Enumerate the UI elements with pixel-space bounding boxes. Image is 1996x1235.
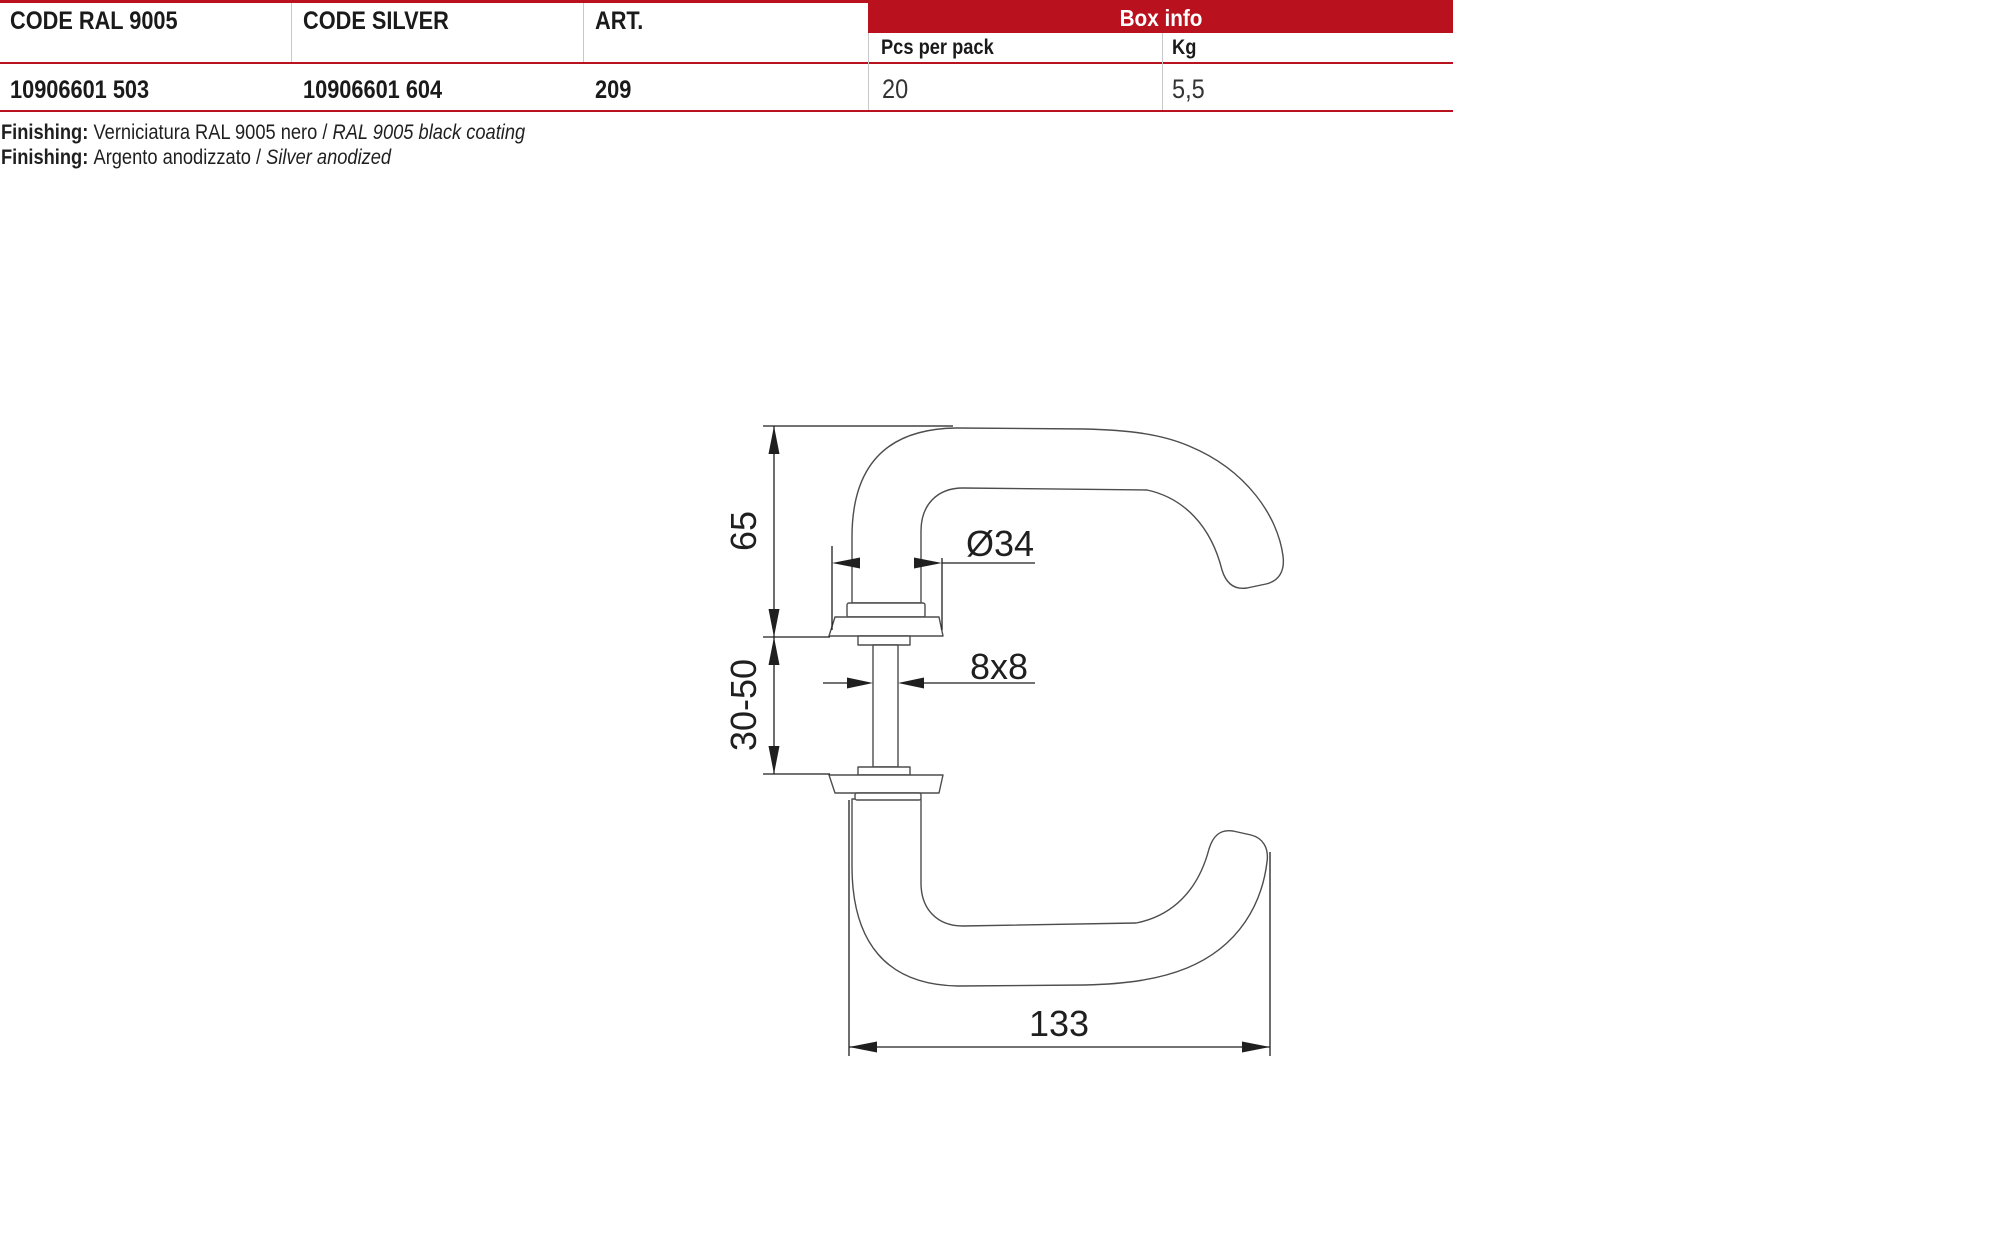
- column-divider: [1162, 33, 1163, 110]
- col-header-art: ART.: [595, 7, 644, 35]
- arrowhead: [768, 637, 780, 665]
- upper-spindle-collar: [857, 635, 911, 646]
- column-divider: [291, 3, 292, 62]
- col-header-pcs-per-pack: Pcs per pack: [881, 36, 994, 59]
- dim-label-133: 133: [1029, 1003, 1089, 1044]
- finishing-text: Argento anodizzato /: [93, 146, 267, 169]
- arrowhead: [1242, 1041, 1270, 1053]
- lower-rose: [828, 774, 944, 794]
- finishing-text-italic: RAL 9005 black coating: [332, 121, 526, 144]
- cell-code-silver: 10906601 604: [303, 76, 443, 104]
- lower-spindle-collar: [857, 766, 911, 776]
- col-header-code-ral: CODE RAL 9005: [10, 7, 178, 35]
- arrowhead: [768, 746, 780, 774]
- box-info-title: Box info: [1119, 5, 1202, 31]
- lower-neck-collar: [854, 792, 922, 801]
- table-top-rule: [0, 0, 1453, 3]
- upper-neck-collar: [846, 602, 926, 618]
- dim-label-30-50: 30-50: [723, 659, 764, 751]
- arrowhead: [847, 677, 873, 689]
- finishing-note-silver: Finishing:Argento anodizzato / Silver an…: [1, 145, 449, 170]
- finishing-text-italic: Silver anodized: [266, 146, 392, 169]
- col-header-code-silver: CODE SILVER: [303, 7, 449, 35]
- dim-label-65: 65: [723, 511, 764, 551]
- spindle-bar: [872, 644, 899, 768]
- cell-code-ral: 10906601 503: [10, 76, 150, 104]
- arrowhead: [898, 677, 924, 689]
- arrowhead: [849, 1041, 877, 1053]
- column-divider: [868, 33, 869, 110]
- dim-label-o34: Ø34: [966, 523, 1034, 564]
- table-mid-rule: [0, 62, 1453, 64]
- finishing-label: Finishing:: [1, 146, 89, 169]
- finishing-text: Verniciatura RAL 9005 nero /: [93, 121, 333, 144]
- cell-pcs-per-pack: 20: [882, 74, 909, 104]
- column-divider: [583, 3, 584, 62]
- upper-lever-outline: [851, 427, 1285, 604]
- upper-rose: [828, 616, 944, 637]
- finishing-label: Finishing:: [1, 121, 89, 144]
- finishing-note-black: Finishing:Verniciatura RAL 9005 nero / R…: [1, 120, 604, 145]
- cell-art: 209: [595, 76, 632, 104]
- arrowhead: [914, 557, 942, 569]
- cell-kg: 5,5: [1172, 74, 1205, 104]
- table-bottom-rule: [0, 110, 1453, 112]
- dim-label-8x8: 8x8: [970, 646, 1028, 687]
- box-info-banner: Box info: [868, 3, 1453, 33]
- arrowhead: [768, 426, 780, 454]
- arrowhead: [768, 609, 780, 637]
- col-header-kg: Kg: [1172, 36, 1197, 59]
- arrowhead: [832, 557, 860, 569]
- lower-lever-outline: [851, 798, 1269, 987]
